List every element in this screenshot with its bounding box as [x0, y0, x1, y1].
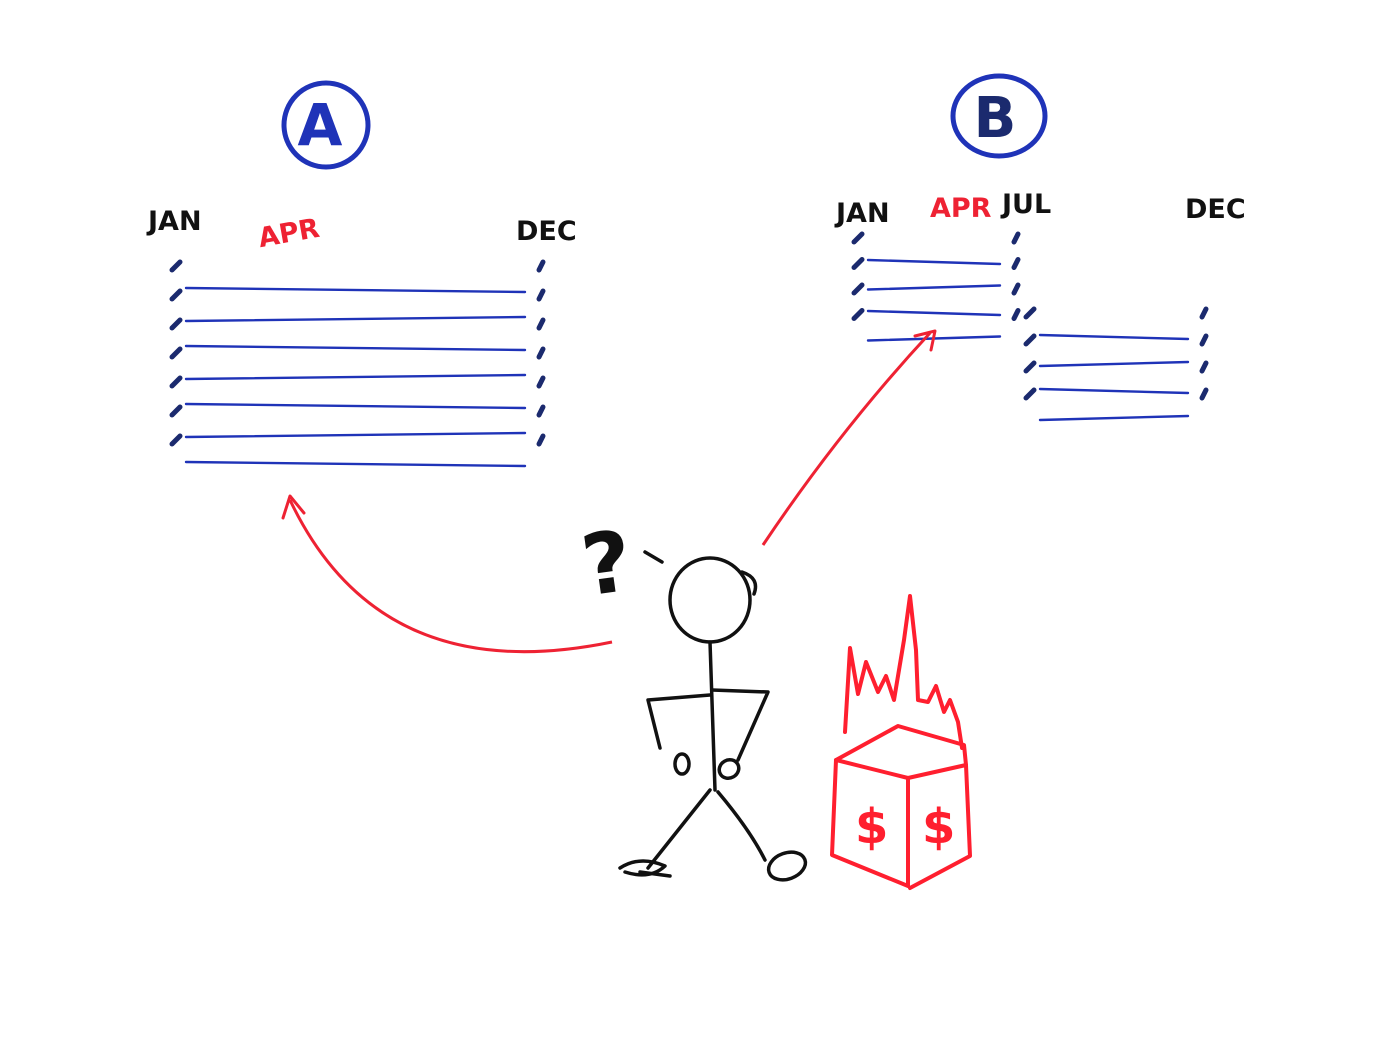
option-a-timeline-end-tick — [536, 317, 546, 331]
option-b-second-half-bar — [1038, 333, 1190, 341]
option-b-first-half-bar — [866, 284, 1002, 291]
option-b-first-half-start-tick — [851, 257, 865, 270]
option-a-timeline-end-tick — [536, 433, 546, 447]
option-b-second-half-bar — [1038, 360, 1190, 368]
option-a-timeline-bar — [184, 344, 527, 352]
option-b-second-half-end-tick — [1199, 306, 1209, 320]
arrow-to-option-b — [761, 331, 932, 546]
money-box-side-face — [906, 763, 972, 890]
option-b-second-half-bar — [1038, 414, 1190, 422]
confused-person: ? — [576, 512, 808, 882]
option-b-second-half-start-tick — [1023, 333, 1037, 347]
option-a-month-apr: APR — [256, 213, 322, 254]
option-a-circle — [281, 80, 371, 170]
person-ear — [740, 570, 758, 596]
money-symbol-left: $ — [855, 799, 888, 855]
option-b-circle — [950, 73, 1048, 159]
option-b-first-half-start-tick — [851, 282, 865, 296]
option-a-label: A — [298, 91, 343, 159]
person-right-hand — [717, 757, 741, 781]
option-a-timeline-start-tick — [169, 259, 183, 273]
option-a-month-jan: JAN — [146, 206, 202, 237]
arrow-to-option-a-head — [281, 494, 306, 520]
option-b-second-half-bars — [1023, 306, 1209, 422]
money-box-top-face — [834, 724, 968, 767]
burning-money-box: $ $ — [830, 594, 972, 890]
person-right-arm — [710, 688, 770, 762]
option-b-second-half-end-tick — [1199, 360, 1209, 374]
option-a-timeline-start-tick — [169, 288, 183, 302]
option-b: B JAN APR JUL DEC — [834, 73, 1246, 422]
option-b-first-half-bar — [866, 309, 1002, 317]
option-a-timeline-bar — [184, 460, 527, 468]
option-b-month-jul: JUL — [1000, 189, 1051, 220]
option-b-second-half-start-tick — [1023, 306, 1037, 320]
thought-dash — [643, 550, 664, 564]
option-a-timeline-start-tick — [169, 317, 183, 331]
option-b-first-half-end-tick — [1011, 231, 1021, 245]
option-b-first-half-bars — [851, 231, 1021, 342]
option-a-timeline-end-tick — [536, 288, 546, 302]
option-b-first-half-end-tick — [1011, 282, 1021, 296]
option-b-second-half-start-tick — [1023, 387, 1037, 401]
arrow-to-option-b-head — [913, 329, 937, 352]
option-a-timeline-start-tick — [169, 433, 183, 447]
option-a-timeline-bar — [184, 286, 527, 294]
option-b-month-jan: JAN — [834, 198, 890, 229]
option-a: A JAN APR DEC — [146, 80, 577, 468]
fire-flames-icon — [843, 594, 964, 750]
arrow-to-option-a — [288, 499, 613, 654]
person-right-foot — [766, 850, 808, 882]
option-a-timeline-bar — [184, 373, 527, 381]
option-b-month-dec: DEC — [1185, 194, 1246, 225]
option-a-timeline-start-tick — [169, 375, 183, 389]
option-a-month-dec: DEC — [516, 216, 577, 247]
option-a-timeline-bar — [184, 315, 527, 323]
option-a-timeline-start-tick — [169, 346, 183, 360]
person-body — [708, 640, 717, 792]
person-left-foot — [618, 859, 672, 878]
question-mark: ? — [576, 512, 638, 616]
option-b-second-half-start-tick — [1023, 360, 1037, 374]
money-box-front-face — [830, 758, 910, 888]
person-head — [668, 556, 752, 644]
person-right-leg — [716, 790, 767, 862]
person-left-arm — [646, 693, 712, 750]
option-b-label: B — [974, 86, 1017, 151]
option-b-second-half-bar — [1038, 387, 1190, 395]
option-b-second-half-end-tick — [1199, 387, 1209, 401]
person-left-hand — [673, 752, 691, 776]
option-b-second-half-end-tick — [1199, 333, 1209, 347]
person-left-leg — [646, 788, 712, 870]
money-symbol-right: $ — [922, 799, 955, 855]
option-a-timeline-end-tick — [536, 404, 546, 418]
option-a-timeline-end-tick — [536, 346, 546, 360]
option-a-timeline-bar — [184, 402, 527, 410]
option-a-timeline-end-tick — [536, 259, 546, 273]
option-b-first-half-end-tick — [1011, 257, 1021, 270]
option-a-timeline-start-tick — [169, 404, 183, 418]
option-b-first-half-bar — [866, 258, 1002, 266]
option-a-timeline-bar — [184, 431, 527, 439]
option-b-first-half-start-tick — [851, 308, 865, 321]
option-b-first-half-start-tick — [851, 231, 865, 245]
option-b-month-apr: APR — [930, 193, 992, 224]
option-a-timeline-bars — [169, 259, 546, 468]
option-a-timeline-end-tick — [536, 375, 546, 389]
choice-arrows — [281, 329, 937, 654]
option-b-first-half-end-tick — [1011, 308, 1021, 321]
